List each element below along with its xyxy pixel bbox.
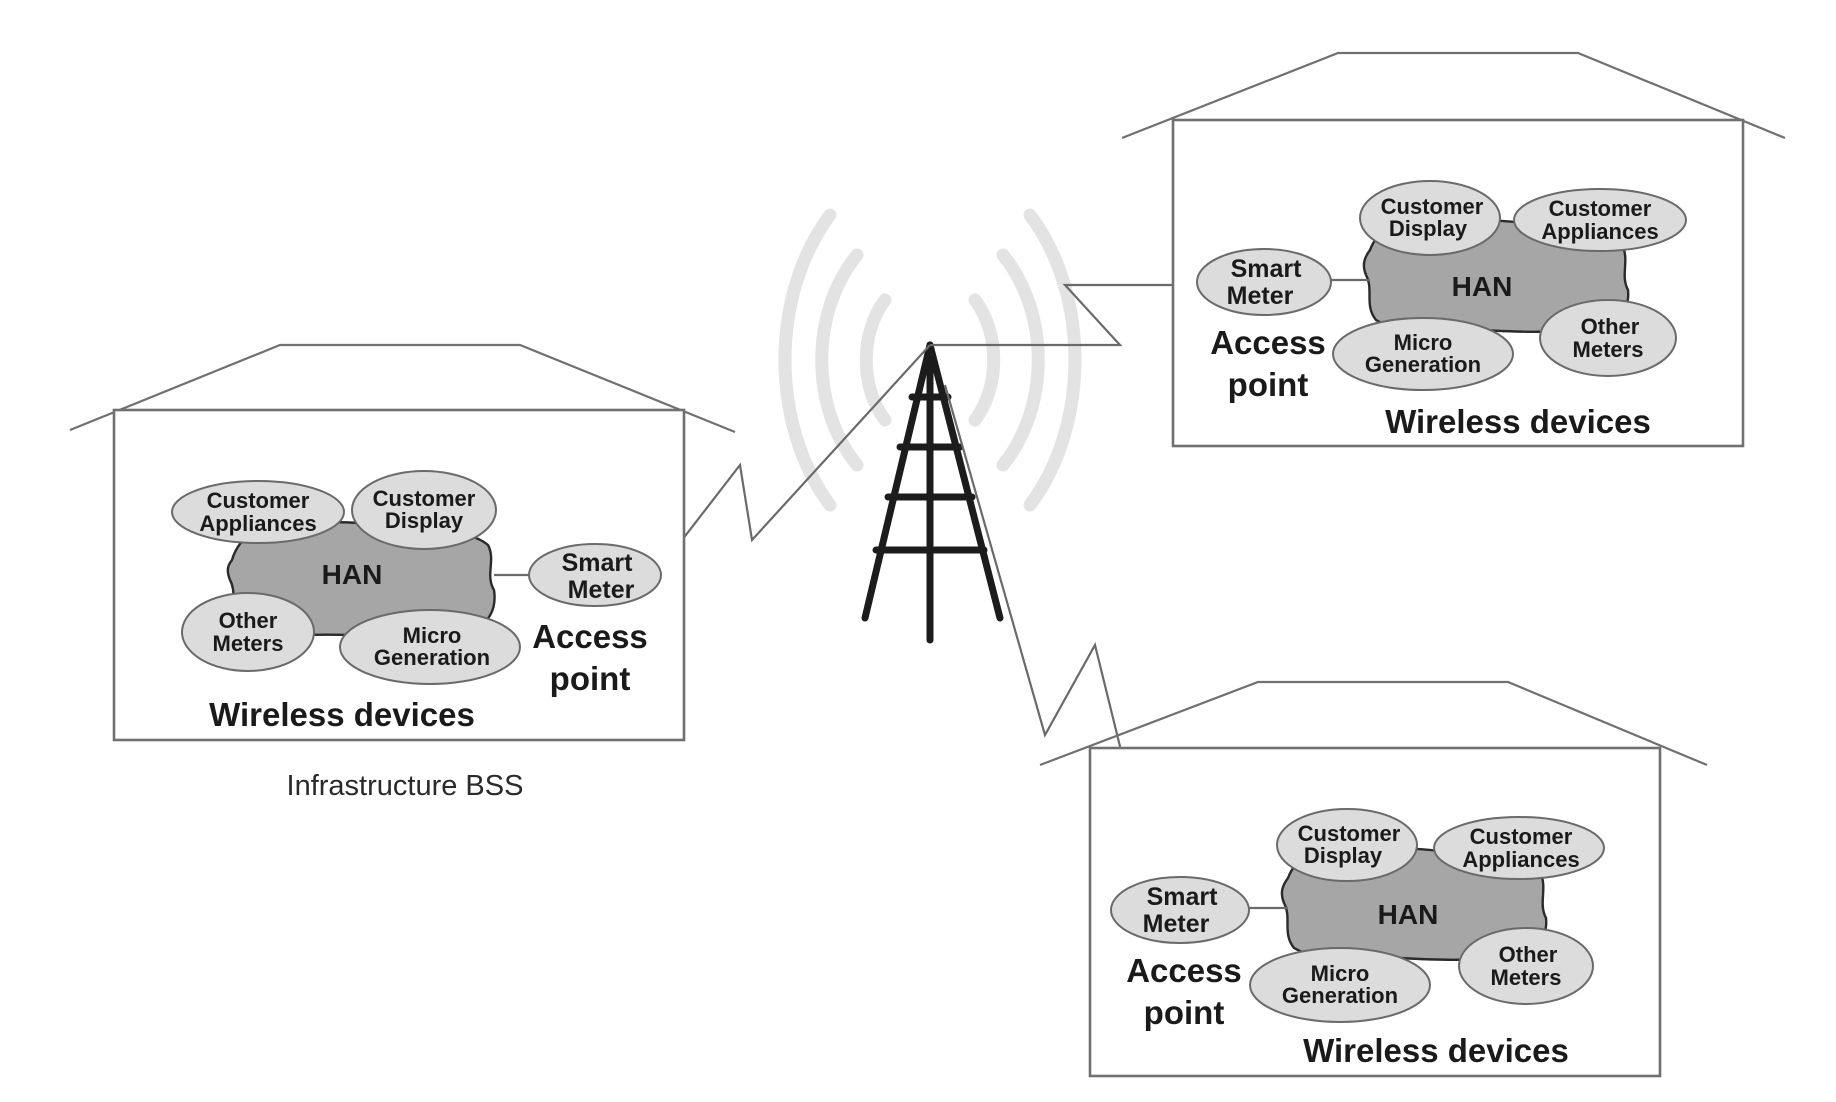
smart-meter: Smart Meter xyxy=(1196,248,1332,316)
access-point-label: point xyxy=(1144,994,1225,1031)
svg-text:Other: Other xyxy=(1499,942,1558,967)
device-other-meters: Other Meters xyxy=(1539,299,1677,377)
access-point-label: Access xyxy=(1210,324,1326,361)
device-other-meters: Other Meters xyxy=(181,592,315,672)
caption: Infrastructure BSS xyxy=(287,770,524,802)
svg-text:Customer: Customer xyxy=(1381,194,1484,219)
house-bottom-right: HAN Customer Display Customer Appliances… xyxy=(1039,680,1708,1078)
device-micro-generation: Micro Generation xyxy=(339,609,521,685)
svg-text:Meters: Meters xyxy=(1573,337,1644,362)
device-micro-generation: Micro Generation xyxy=(1249,947,1431,1023)
han-label: HAN xyxy=(1452,271,1513,302)
svg-text:Smart: Smart xyxy=(1147,883,1219,911)
han-label: HAN xyxy=(322,559,383,590)
smart-meter: Smart Meter xyxy=(528,543,662,607)
radio-tower xyxy=(778,208,1082,644)
smart-meter: Smart Meter xyxy=(1110,876,1250,944)
device-customer-appliances: Customer Appliances xyxy=(1513,188,1687,252)
svg-text:Customer: Customer xyxy=(207,488,310,513)
svg-text:Meter: Meter xyxy=(568,576,635,604)
signal-waves-icon xyxy=(778,208,1082,512)
access-point-label: point xyxy=(1228,366,1309,403)
svg-text:Customer: Customer xyxy=(1549,196,1652,221)
device-customer-appliances: Customer Appliances xyxy=(171,480,345,544)
wireless-devices-label: Wireless devices xyxy=(1303,1032,1569,1069)
device-customer-display: Customer Display xyxy=(1359,180,1501,256)
svg-text:Other: Other xyxy=(1581,314,1640,339)
svg-text:Appliances: Appliances xyxy=(1541,219,1658,244)
svg-text:Other: Other xyxy=(219,608,278,633)
svg-text:Appliances: Appliances xyxy=(1462,847,1579,872)
svg-text:Display: Display xyxy=(1304,843,1383,868)
house-top-right: HAN Customer Display Customer Appliances… xyxy=(1121,51,1786,448)
svg-text:Micro: Micro xyxy=(403,623,462,648)
svg-text:Customer: Customer xyxy=(1298,821,1401,846)
link-left xyxy=(654,344,931,576)
svg-text:Customer: Customer xyxy=(1470,824,1573,849)
svg-text:Customer: Customer xyxy=(373,486,476,511)
access-point-label: Access xyxy=(532,618,648,655)
device-customer-display: Customer Display xyxy=(1276,808,1418,882)
svg-text:Meter: Meter xyxy=(1143,910,1210,938)
access-point-label: point xyxy=(550,660,631,697)
svg-text:Smart: Smart xyxy=(1231,255,1303,283)
svg-text:Generation: Generation xyxy=(1282,983,1398,1008)
svg-text:Meter: Meter xyxy=(1227,282,1294,310)
svg-text:Appliances: Appliances xyxy=(199,511,316,536)
svg-text:Meters: Meters xyxy=(1491,965,1562,990)
tower-icon xyxy=(861,341,1004,644)
access-point-label: Access xyxy=(1126,952,1242,989)
device-customer-appliances: Customer Appliances xyxy=(1433,816,1605,880)
device-customer-display: Customer Display xyxy=(351,470,497,550)
svg-text:Micro: Micro xyxy=(1311,961,1370,986)
han-label: HAN xyxy=(1378,899,1439,930)
device-micro-generation: Micro Generation xyxy=(1332,317,1514,391)
svg-text:Meters: Meters xyxy=(213,631,284,656)
device-other-meters: Other Meters xyxy=(1458,927,1594,1005)
link-top-right xyxy=(930,283,1198,347)
house-left: HAN Customer Appliances Customer Display… xyxy=(69,343,736,742)
svg-text:Generation: Generation xyxy=(1365,352,1481,377)
wireless-devices-label: Wireless devices xyxy=(209,696,475,733)
svg-text:Micro: Micro xyxy=(1394,330,1453,355)
svg-text:Smart: Smart xyxy=(562,549,634,577)
svg-text:Generation: Generation xyxy=(374,645,490,670)
wireless-devices-label: Wireless devices xyxy=(1385,403,1651,440)
svg-text:Display: Display xyxy=(1389,216,1468,241)
svg-text:Display: Display xyxy=(385,508,464,533)
